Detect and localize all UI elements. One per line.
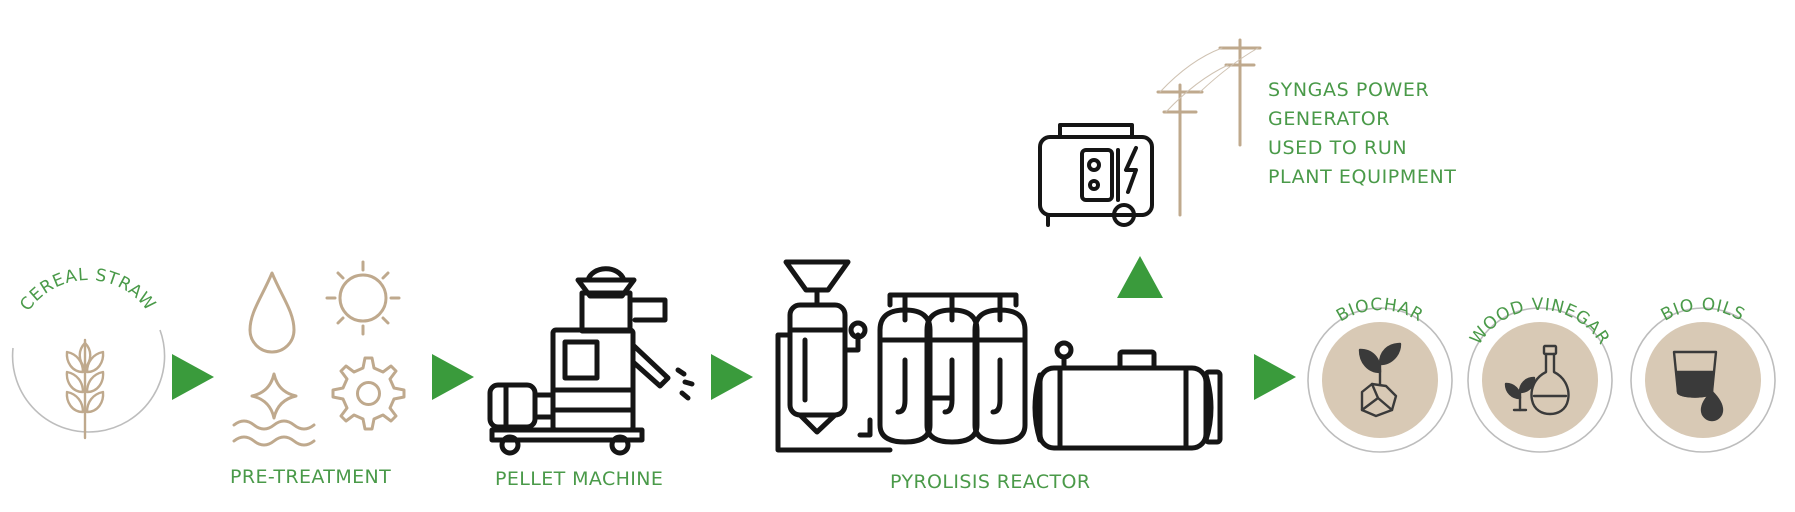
pellet-machine-icon <box>487 266 695 456</box>
arrow-2 <box>432 354 474 400</box>
bio-oils-label: BIO OILS <box>1658 295 1749 326</box>
bio-oils-icon <box>1672 350 1724 422</box>
waves-icon <box>232 419 316 447</box>
product-biochar: BIOCHAR <box>1307 295 1453 453</box>
pre-treatment-label: PRE-TREATMENT <box>230 466 392 488</box>
pyrolisis-reactor-label: PYROLISIS REACTOR <box>890 471 1091 493</box>
product-bio-oils: BIO OILS <box>1630 295 1776 453</box>
cereal-straw-stage: CEREAL STRAW <box>11 265 166 440</box>
syngas-line-3: USED TO RUN <box>1268 137 1408 159</box>
syngas-line-1: SYNGAS POWER <box>1268 79 1430 101</box>
wheat-icon <box>65 338 105 440</box>
pre-treatment-icons <box>232 260 406 447</box>
power-pole-icon <box>1156 38 1262 217</box>
arrow-up <box>1117 256 1163 298</box>
arrow-3 <box>711 354 753 400</box>
stage-circle <box>1307 307 1453 453</box>
sparkle-icon <box>250 372 298 420</box>
gear-icon <box>331 356 406 431</box>
arrow-4 <box>1254 354 1296 400</box>
wood-vinegar-icon <box>1504 344 1570 416</box>
arrow-1 <box>172 354 214 400</box>
generator-icon <box>1038 123 1154 227</box>
biochar-label: BIOCHAR <box>1333 295 1427 326</box>
product-wood-vinegar: WOOD VINEGAR <box>1466 295 1613 453</box>
biochar-icon <box>1358 342 1402 418</box>
syngas-line-2: GENERATOR <box>1268 108 1391 130</box>
syngas-line-4: PLANT EQUIPMENT <box>1268 166 1457 188</box>
stage-circle <box>11 329 166 433</box>
pyrolysis-reactor-icon <box>775 259 1223 453</box>
product-disc <box>1482 322 1598 438</box>
sun-icon <box>325 260 401 336</box>
stage-circle <box>1467 307 1613 453</box>
pellet-machine-label: PELLET MACHINE <box>495 468 664 490</box>
water-drop-icon <box>248 271 296 354</box>
cereal-straw-label: CEREAL STRAW <box>16 265 159 315</box>
stage-circle <box>1630 307 1776 453</box>
